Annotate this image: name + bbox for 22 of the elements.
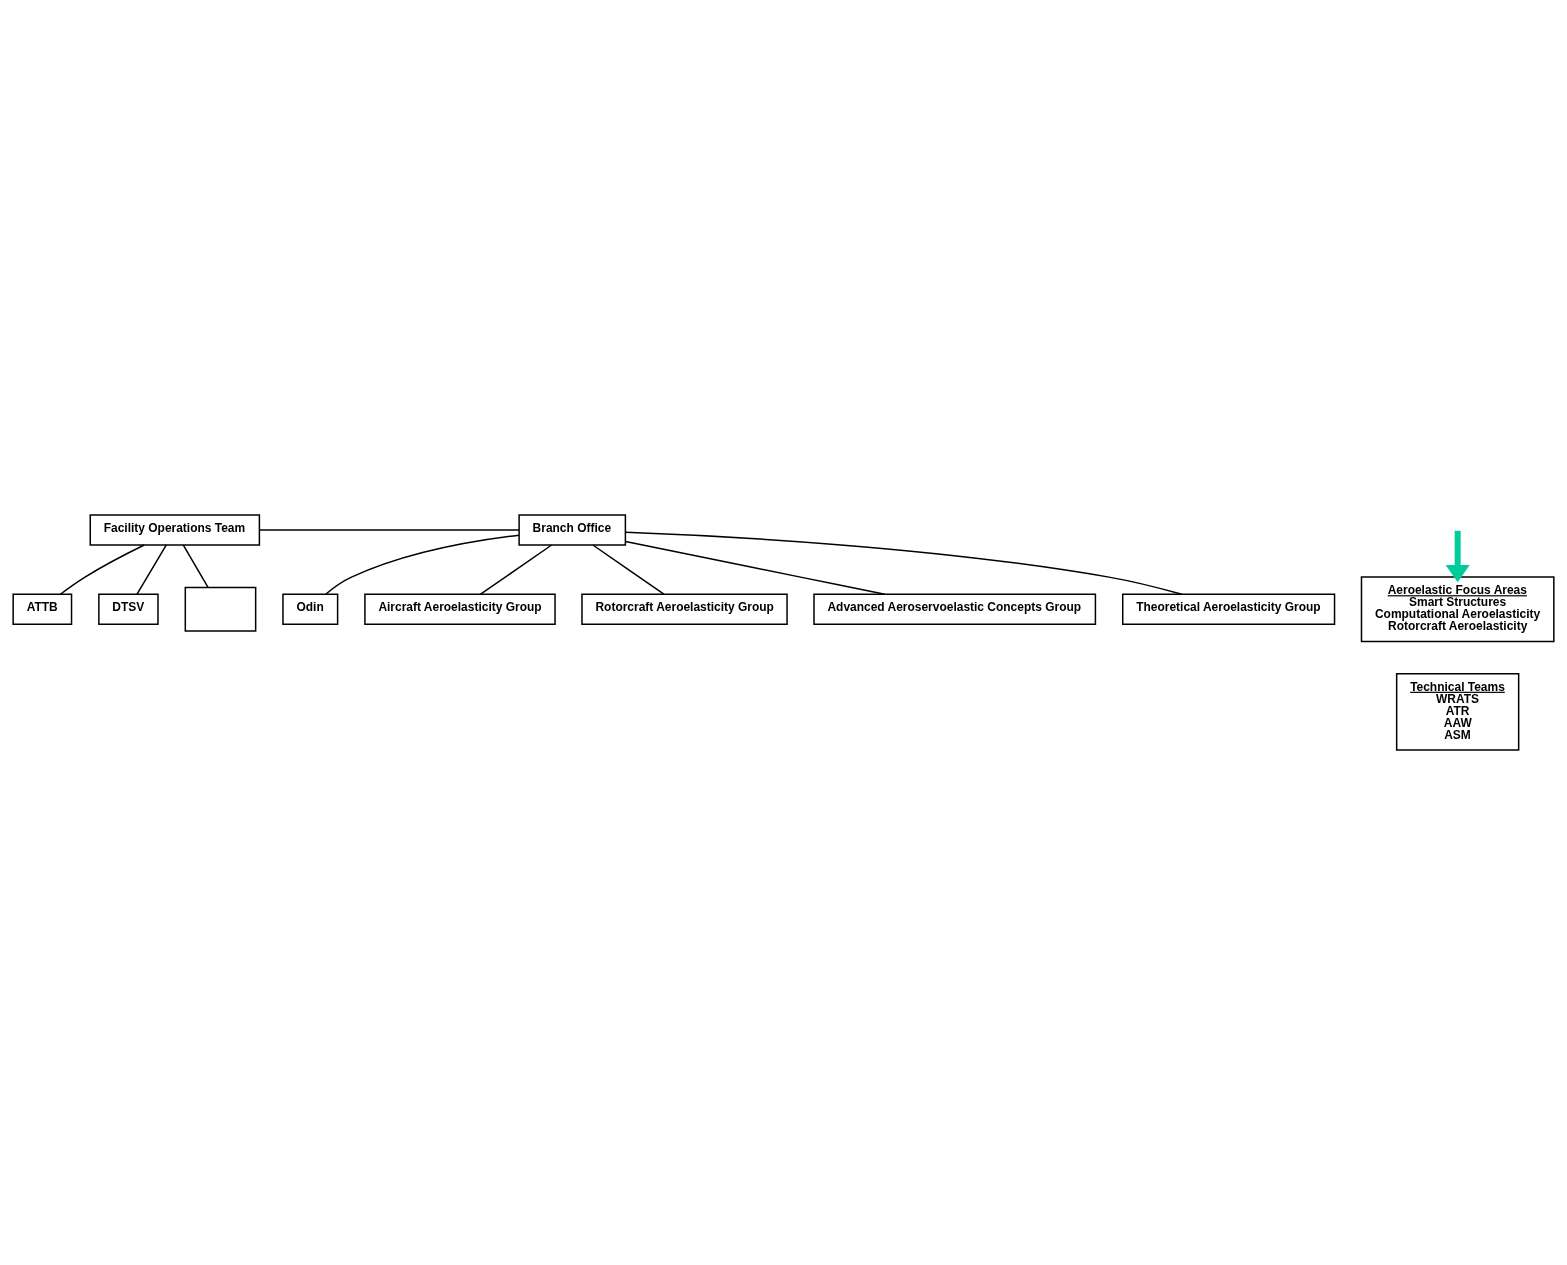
connector bbox=[136, 544, 168, 595]
node-box bbox=[184, 586, 257, 632]
node-box: Aeroelastic Focus Areas Smart Structures Computational Aeroelasticity Rotorcraft Aeroelasticity bbox=[1360, 576, 1555, 643]
node-box: Aircraft Aeroelasticity Group bbox=[364, 593, 556, 625]
connector bbox=[624, 531, 1183, 596]
connector bbox=[59, 544, 145, 596]
node-box: Branch Office bbox=[518, 514, 627, 546]
node-box: Advanced Aeroservoelastic Concepts Group bbox=[813, 593, 1097, 625]
node-box: ATTB bbox=[12, 593, 73, 625]
node-box: Rotorcraft Aeroelasticity Group bbox=[581, 593, 788, 625]
node-box: DTSV bbox=[98, 593, 159, 625]
connector bbox=[324, 534, 520, 595]
node-box: Theoretical Aeroelasticity Group bbox=[1122, 593, 1336, 625]
arrow bbox=[1445, 530, 1470, 583]
node-box: Odin bbox=[282, 593, 339, 625]
node-box: Technical Teams WRATS ATR AAW ASM bbox=[1395, 672, 1520, 751]
connector bbox=[592, 544, 665, 595]
connector bbox=[258, 529, 520, 531]
connector bbox=[624, 540, 886, 596]
connector bbox=[479, 544, 553, 595]
connector bbox=[182, 544, 209, 589]
node-box: Facility Operations Team bbox=[89, 514, 261, 546]
